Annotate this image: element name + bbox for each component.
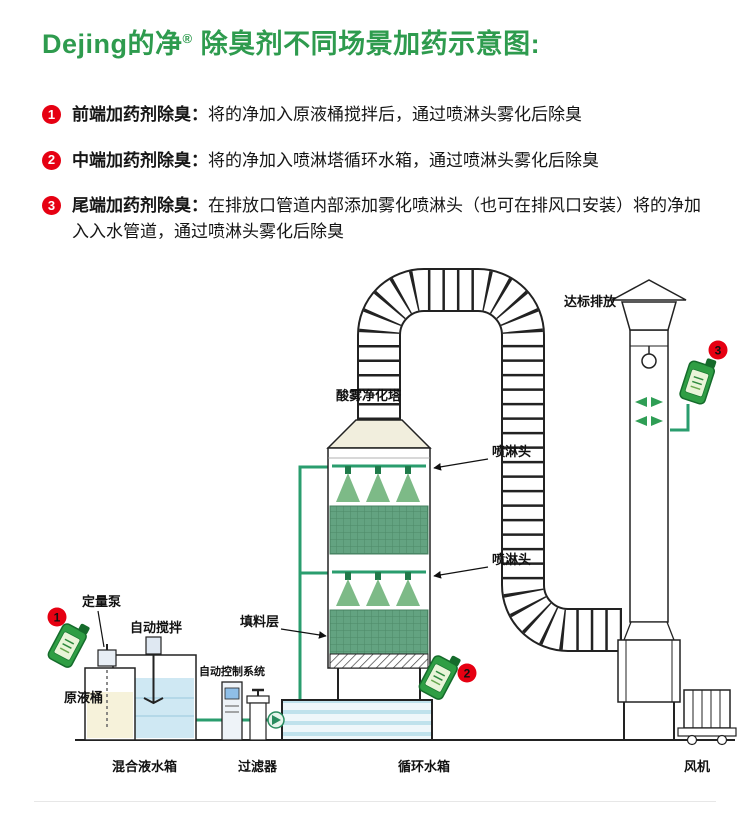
footer-divider <box>34 801 716 802</box>
circulation-pump <box>267 711 285 729</box>
raw-liquid-barrel <box>84 644 136 741</box>
spray-head-label-1: 喷淋头 <box>492 444 531 459</box>
legend-item-1: 1 前端加药剂除臭：将的净加入原液桶搅拌后，通过喷淋头雾化后除臭 <box>42 102 714 128</box>
fan <box>617 621 737 746</box>
stack-sensor <box>641 353 657 369</box>
stirrer <box>143 636 164 705</box>
title-rest: 除臭剂不同场景加药示意图: <box>192 29 541 59</box>
barrel-label: 原液桶 <box>64 690 103 705</box>
filter-label: 过滤器 <box>238 759 278 774</box>
legend-text-3: 尾端加药剂除臭：在排放口管道内部添加雾化喷淋头（也可在排风口安装）将的净加入入水… <box>72 196 701 241</box>
legend-text-2: 中端加药剂除臭：将的净加入喷淋塔循环水箱，通过喷淋头雾化后除臭 <box>72 150 599 170</box>
legend-text-1: 前端加药剂除臭：将的净加入原液桶搅拌后，通过喷淋头雾化后除臭 <box>72 105 582 124</box>
stack-spray-nozzles <box>635 397 663 426</box>
brand-name: Dejing的净 <box>42 29 183 59</box>
mixing-tank-label: 混合液水箱 <box>112 759 177 774</box>
page-title: Dejing的净® 除臭剂不同场景加药示意图: <box>42 22 540 61</box>
packing-layer-2 <box>329 609 429 655</box>
metering-pump <box>97 644 117 667</box>
emission-label: 达标排放 <box>564 294 617 309</box>
spray-row-2 <box>332 570 426 606</box>
diagram-badge-2: 2 <box>457 663 477 683</box>
legend: 1 前端加药剂除臭：将的净加入原液桶搅拌后，通过喷淋头雾化后除臭 2 中端加药剂… <box>42 102 714 244</box>
filter <box>246 688 270 741</box>
circ-tank-label: 循环水箱 <box>398 759 450 774</box>
spray-head-label-2: 喷淋头 <box>492 552 531 567</box>
diagram-badge-3: 3 <box>708 340 728 360</box>
svg-text:1: 1 <box>54 611 61 625</box>
diagram-badge-1: 1 <box>47 607 67 627</box>
control-cabinet <box>221 681 243 741</box>
circulating-tank <box>281 699 433 741</box>
registered-mark: ® <box>182 31 193 46</box>
stirrer-label: 自动搅拌 <box>130 620 182 635</box>
tower-label: 酸雾净化塔 <box>336 388 402 403</box>
fan-label: 风机 <box>684 759 710 774</box>
exhaust-stack <box>611 279 690 623</box>
packing-layer-1 <box>329 505 429 555</box>
number-badge-1: 1 <box>42 105 61 124</box>
control-label: 自动控制系统 <box>199 664 265 678</box>
fan-motor <box>677 689 737 746</box>
legend-item-3: 3 尾端加药剂除臭：在排放口管道内部添加雾化喷淋头（也可在排风口安装）将的净加入… <box>42 193 714 244</box>
number-badge-3: 3 <box>42 196 61 215</box>
metering-pump-label: 定量泵 <box>81 594 121 609</box>
number-badge-2: 2 <box>42 150 61 170</box>
product-bottle-3 <box>678 352 719 406</box>
spray-tower <box>326 419 432 700</box>
packing-label: 填料层 <box>240 614 279 629</box>
spray-row-1 <box>332 464 426 502</box>
duct <box>357 268 622 652</box>
leader-lines <box>97 458 489 648</box>
stack-dosing-pipe <box>670 404 690 432</box>
stack-cap <box>611 279 687 301</box>
svg-text:3: 3 <box>715 344 722 358</box>
support-grid <box>329 653 429 669</box>
legend-item-2: 2 中端加药剂除臭：将的净加入喷淋塔循环水箱，通过喷淋头雾化后除臭 <box>42 148 714 174</box>
svg-text:2: 2 <box>464 667 471 681</box>
